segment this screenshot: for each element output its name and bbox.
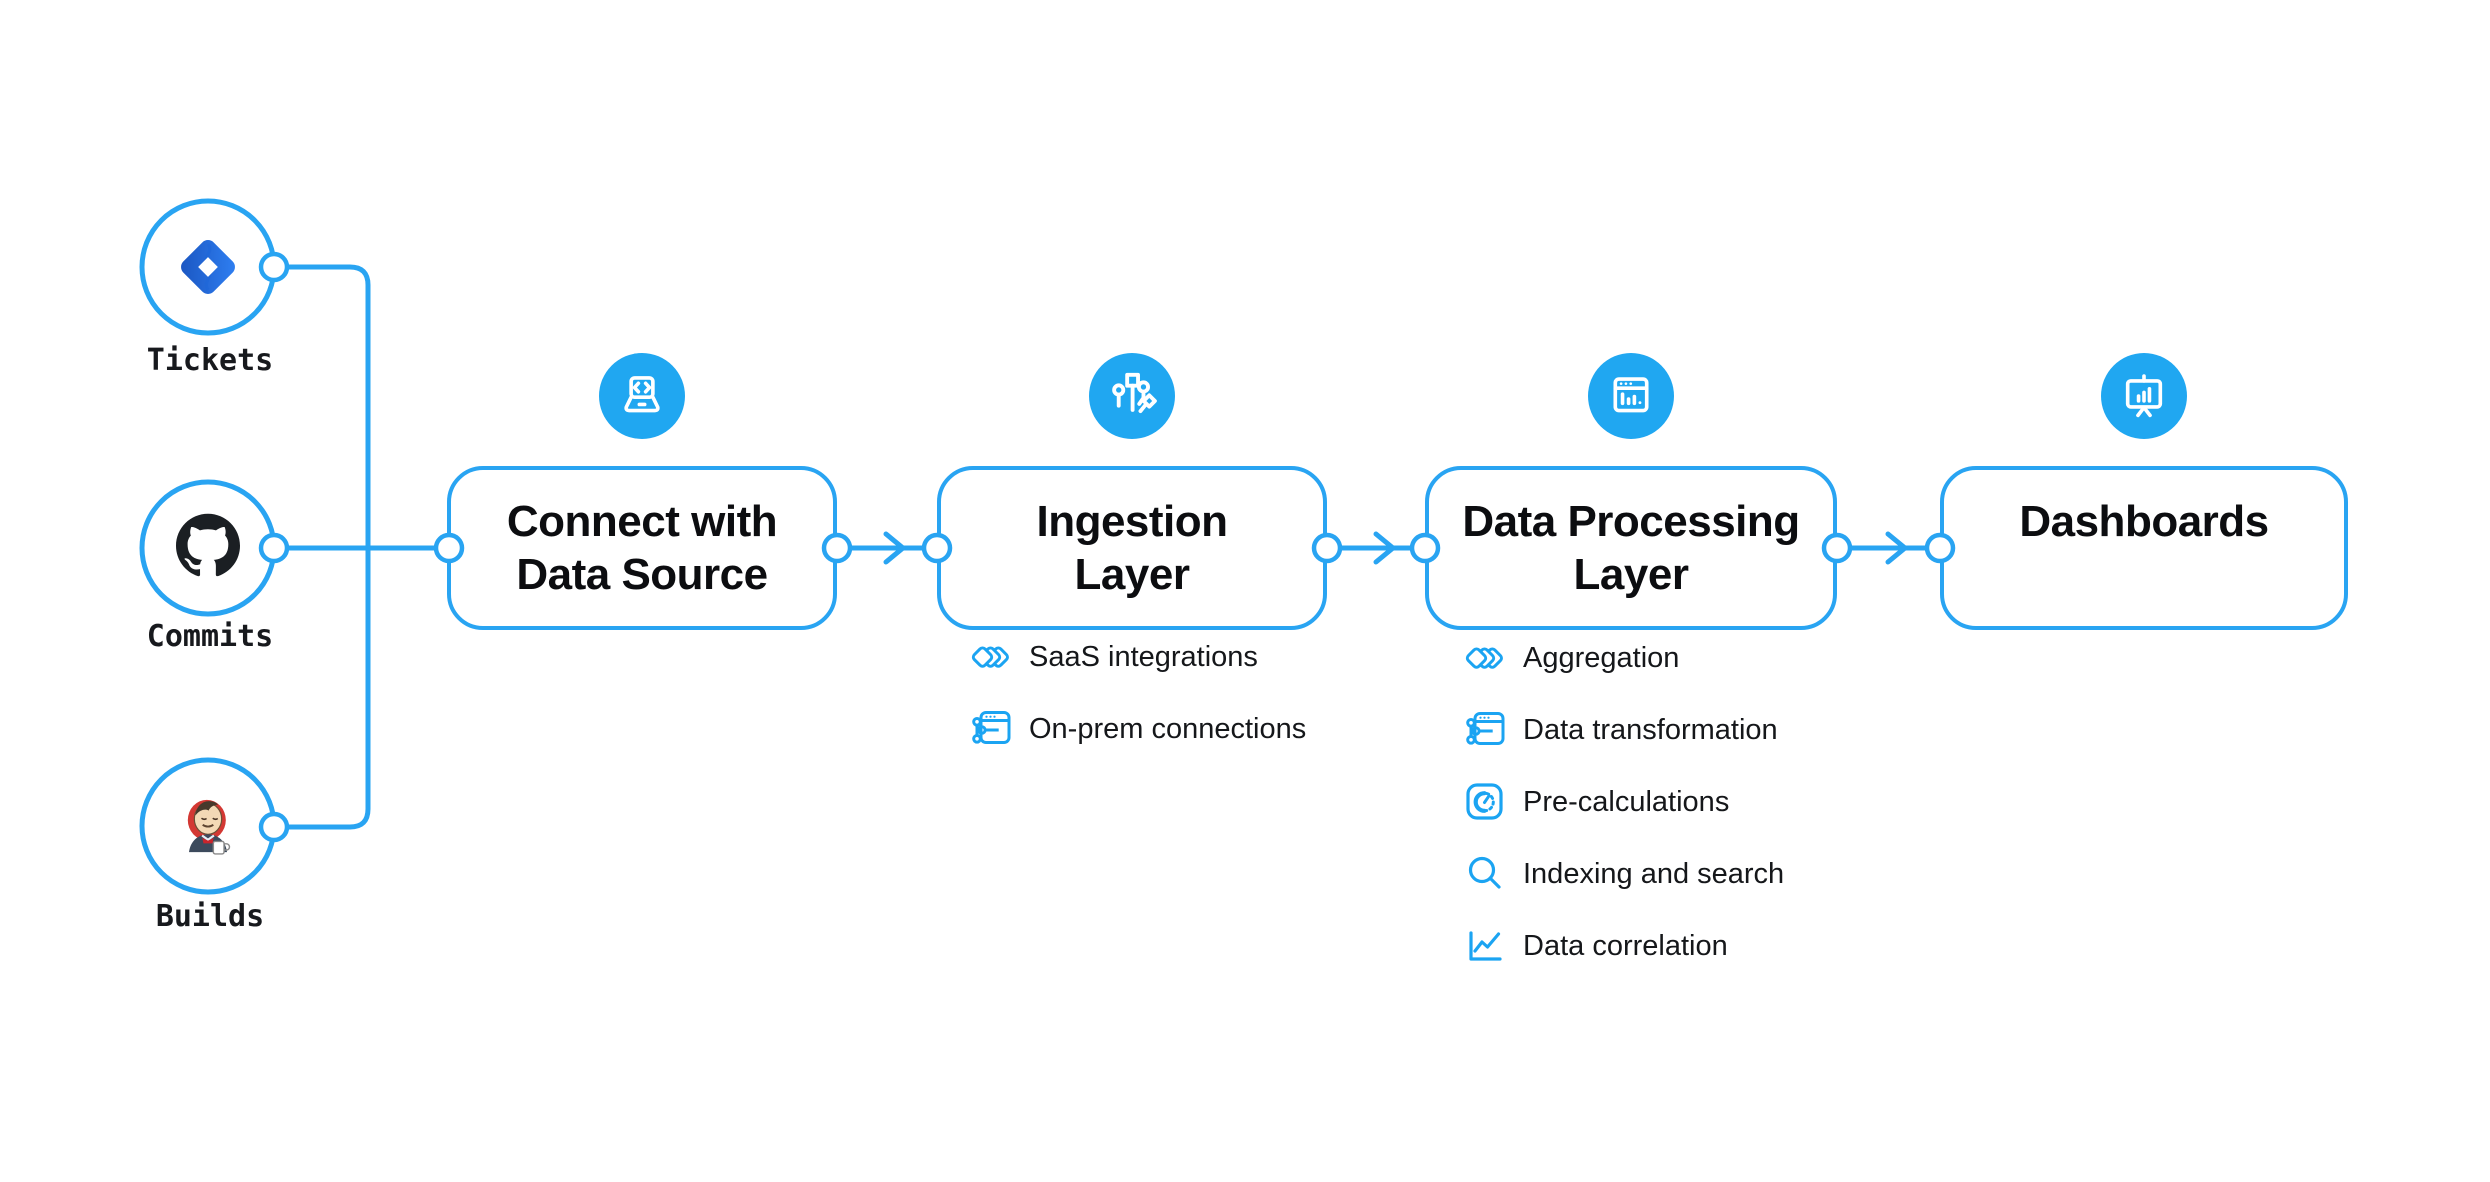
laptop-code-icon — [599, 353, 685, 439]
source-label-tickets: Tickets — [146, 343, 274, 378]
feature-item: Pre-calculations — [1462, 779, 1784, 825]
feature-label: Aggregation — [1523, 642, 1680, 674]
server-connections-icon — [1462, 707, 1508, 753]
arrow-head-icon — [1885, 531, 1908, 565]
ingestion-feature-list: SaaS integrations On-prem connections — [968, 634, 1306, 778]
github-icon — [176, 513, 240, 577]
presentation-chart-icon — [2101, 353, 2187, 439]
stage-box-ingestion-layer: Ingestion Layer — [937, 466, 1327, 630]
server-connections-icon — [968, 706, 1014, 752]
stage-title: Connect with — [506, 497, 778, 546]
source-label-builds: Builds — [155, 899, 265, 934]
stage-title: Layer — [1573, 550, 1689, 599]
feature-label: On-prem connections — [1029, 713, 1307, 745]
stage-title: Layer — [1074, 550, 1190, 599]
ingestion-circuit-icon — [1089, 353, 1175, 439]
feature-label: Pre-calculations — [1523, 786, 1730, 818]
arrow-head-icon — [883, 531, 906, 565]
stage-box-data-processing-layer: Data Processing Layer — [1425, 466, 1837, 630]
arrow-head-icon — [1373, 531, 1396, 565]
source-label-commits: Commits — [146, 619, 274, 654]
feature-item: Aggregation — [1462, 635, 1784, 681]
feature-label: Data transformation — [1523, 714, 1778, 746]
feature-item: Indexing and search — [1462, 851, 1784, 897]
stage-title: Ingestion — [1036, 497, 1228, 546]
feature-label: SaaS integrations — [1029, 641, 1258, 673]
feature-item: On-prem connections — [968, 706, 1306, 752]
stage-title: Data Source — [516, 550, 768, 599]
stage-title: Dashboards — [2019, 497, 2269, 546]
jenkins-icon — [170, 788, 246, 864]
stacked-diamonds-icon — [1462, 635, 1508, 681]
feature-label: Data correlation — [1523, 930, 1728, 962]
magnifier-icon — [1462, 851, 1508, 897]
feature-item: Data transformation — [1462, 707, 1784, 753]
source-bracket-line — [271, 264, 452, 830]
gauge-icon — [1462, 779, 1508, 825]
feature-item: Data correlation — [1462, 923, 1784, 969]
line-chart-icon — [1462, 923, 1508, 969]
feature-label: Indexing and search — [1523, 858, 1785, 890]
jira-icon — [170, 229, 246, 305]
processing-feature-list: Aggregation Data transformation — [1462, 635, 1784, 995]
stage-title: Data Processing — [1462, 497, 1800, 546]
window-bar-chart-icon — [1588, 353, 1674, 439]
stage-box-connect-with-data-source: Connect with Data Source — [447, 466, 837, 630]
stage-box-dashboards: Dashboards — [1940, 466, 2348, 630]
stacked-diamonds-icon — [968, 634, 1014, 680]
feature-item: SaaS integrations — [968, 634, 1306, 680]
